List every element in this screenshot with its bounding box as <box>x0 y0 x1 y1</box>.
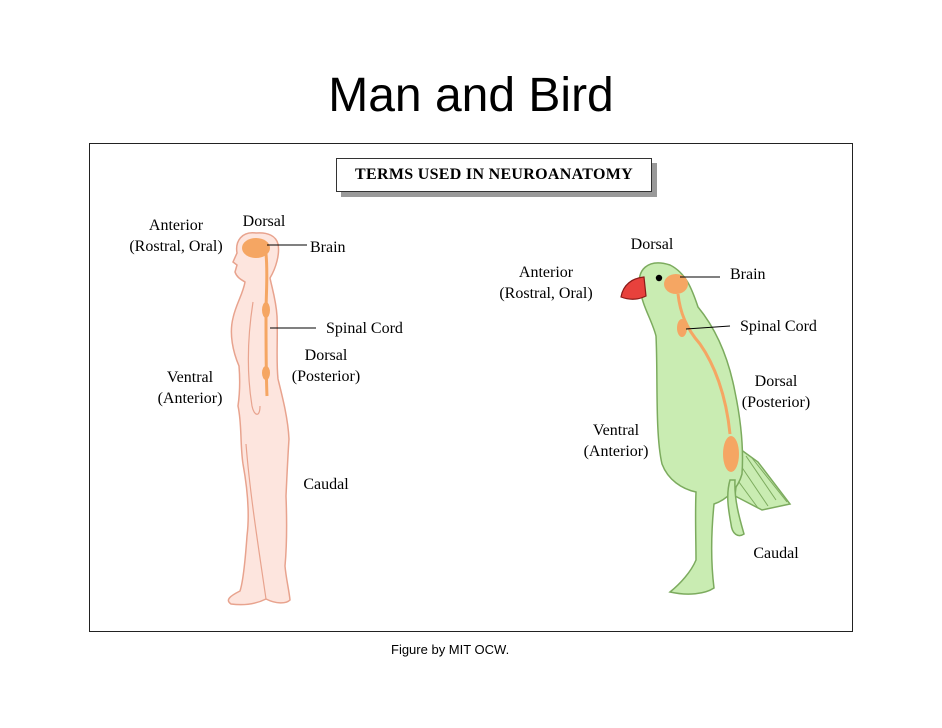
label-subtext: (Posterior) <box>741 394 811 411</box>
label-text: Dorsal <box>754 373 798 390</box>
bird-brain-label: Brain <box>730 266 766 283</box>
label-text: Ventral <box>166 369 214 386</box>
terms-heading: TERMS USED IN NEUROANATOMY <box>336 158 652 192</box>
human-lumbar-enlargement <box>262 366 270 380</box>
human-anterior-label: Anterior (Rostral, Oral) <box>122 215 230 257</box>
figure-caption: Figure by MIT OCW. <box>391 642 510 657</box>
label-text: Anterior <box>148 217 204 234</box>
human-spinal-cord-label: Spinal Cord <box>326 320 403 337</box>
neuroanatomy-illustration <box>227 232 792 606</box>
label-subtext: (Rostral, Oral) <box>129 238 223 255</box>
human-brain-label: Brain <box>310 239 346 256</box>
bird-spinal-cord <box>676 293 732 435</box>
bird-dorsal-posterior-label: Dorsal (Posterior) <box>736 371 816 413</box>
label-subtext: (Anterior) <box>583 443 649 460</box>
bird-dorsal-label: Dorsal <box>630 236 674 253</box>
human-ventral-label: Ventral (Anterior) <box>152 367 228 409</box>
human-dorsal-posterior-label: Dorsal (Posterior) <box>286 345 366 387</box>
label-subtext: (Anterior) <box>157 390 223 407</box>
bird-beak <box>620 276 647 300</box>
bird-ventral-label: Ventral (Anterior) <box>578 420 654 462</box>
bird-tail-feathers <box>735 455 788 509</box>
bird-spinal-cord-label: Spinal Cord <box>740 318 817 335</box>
label-subtext: (Rostral, Oral) <box>499 285 593 302</box>
bird-caudal-label: Caudal <box>753 545 799 562</box>
label-text: Dorsal <box>304 347 348 364</box>
bird-spinal-cord-leader <box>685 325 731 330</box>
bird-eye-icon <box>655 274 663 282</box>
slide-title: Man and Bird <box>328 69 614 122</box>
human-dorsal-label: Dorsal <box>242 213 286 230</box>
human-figure <box>227 232 316 606</box>
bird-anterior-label: Anterior (Rostral, Oral) <box>492 262 600 304</box>
human-cervical-enlargement <box>262 302 270 318</box>
bird-figure <box>620 262 792 595</box>
human-brain <box>242 238 270 258</box>
label-subtext: (Posterior) <box>291 368 361 385</box>
label-text: Anterior <box>518 264 574 281</box>
bird-lumbosacral-enlargement <box>723 436 739 472</box>
human-arm <box>247 301 261 415</box>
bird-cervical-enlargement <box>677 319 687 337</box>
human-body <box>227 232 291 606</box>
human-leg-line <box>245 443 267 600</box>
bird-body <box>638 262 744 595</box>
bird-brain <box>664 274 688 294</box>
bird-leg-back <box>727 479 745 537</box>
label-text: Ventral <box>592 422 640 439</box>
neuroanatomy-figure: TERMS USED IN NEUROANATOMY Anterior (Ros… <box>89 143 853 632</box>
human-caudal-label: Caudal <box>303 476 349 493</box>
